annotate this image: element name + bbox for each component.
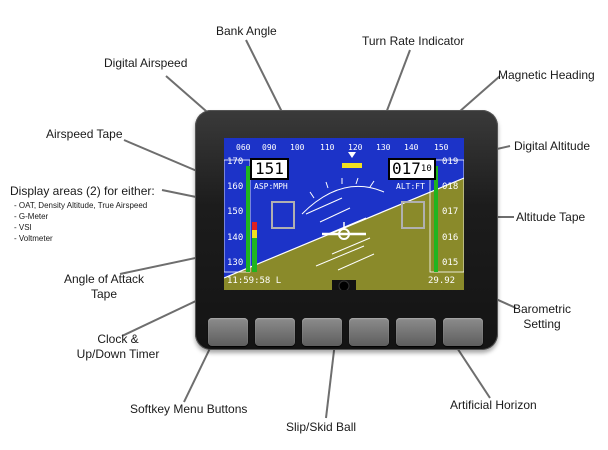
softkey-1[interactable] (208, 318, 248, 346)
aoa-green (252, 238, 257, 272)
airspeed-tick: 170 (227, 157, 244, 167)
altitude-tick: 015 (442, 258, 459, 268)
aircraft-symbol (322, 222, 366, 240)
label-display-areas-item: - VSI (14, 223, 32, 232)
label-magnetic-heading: Magnetic Heading (498, 68, 595, 82)
attitude-graphics (224, 138, 464, 290)
leader-softkey-buttons (183, 339, 215, 403)
label-bank-angle: Bank Angle (216, 24, 277, 38)
altitude-small-digits: 10 (420, 164, 432, 174)
label-angle-of-attack-line2: Tape (90, 287, 118, 301)
heading-tape-label: 090 (262, 143, 277, 152)
airspeed-tick: 140 (227, 233, 244, 243)
display-area-right (401, 201, 425, 229)
label-angle-of-attack: Angle of Attack Tape (58, 272, 150, 302)
heading-tape-label: 150 (434, 143, 449, 152)
altitude-green-bar (434, 166, 438, 272)
label-display-areas-item: - Voltmeter (14, 234, 53, 243)
label-digital-altitude: Digital Altitude (514, 139, 591, 153)
altitude-value: 017 (392, 159, 421, 178)
heading-pointer (348, 152, 356, 158)
softkey-3[interactable] (302, 318, 342, 346)
airspeed-green-arc (246, 166, 250, 272)
softkey-4[interactable] (349, 318, 389, 346)
efis-screen: 060 090 100 110 120 130 140 150 151 ASP:… (224, 138, 464, 290)
label-display-areas-item: - OAT, Density Altitude, True Airspeed (14, 201, 148, 210)
airspeed-unit: ASP:MPH (254, 182, 288, 191)
label-angle-of-attack-line1: Angle of Attack (63, 272, 145, 286)
label-display-areas-item: - G-Meter (14, 212, 49, 221)
label-slip-skid-ball: Slip/Skid Ball (286, 420, 357, 434)
slip-skid-ball (338, 280, 350, 290)
clock-readout: 11:59:58 L (227, 276, 282, 286)
heading-tape-label: 130 (376, 143, 391, 152)
label-barometric-setting: Barometric Setting (510, 302, 574, 332)
altitude-tick: 018 (442, 182, 459, 192)
aoa-yellow (252, 230, 257, 238)
bank-arc (301, 185, 385, 215)
altitude-tick: 016 (442, 233, 459, 243)
label-barometric-line2: Setting (523, 317, 561, 331)
heading-tape-label: 120 (348, 143, 363, 152)
softkey-6[interactable] (443, 318, 483, 346)
aoa-red (252, 222, 257, 230)
label-altitude-tape: Altitude Tape (516, 210, 586, 224)
digital-airspeed-readout: 151 (250, 158, 289, 180)
altitude-tick: 017 (442, 207, 459, 217)
digital-altitude-readout: 01710 (388, 158, 436, 180)
altitude-unit: ALT:FT (396, 182, 425, 191)
heading-tape-label: 100 (290, 143, 305, 152)
altitude-tape (429, 159, 464, 273)
airspeed-tick: 160 (227, 182, 244, 192)
baro-readout: 29.92 (428, 276, 456, 286)
airspeed-tick: 130 (227, 258, 244, 268)
pitch-ladder (305, 197, 375, 271)
label-clock-timer-line1: Clock & (97, 332, 139, 346)
softkey-2[interactable] (255, 318, 295, 346)
heading-tape-label: 140 (404, 143, 419, 152)
label-barometric-line1: Barometric (512, 302, 571, 316)
airspeed-tick: 150 (227, 207, 244, 217)
label-softkey-menu-buttons: Softkey Menu Buttons (130, 402, 248, 416)
label-clock-timer: Clock & Up/Down Timer (66, 332, 170, 362)
label-clock-timer-line2: Up/Down Timer (76, 347, 160, 361)
turn-rate-marker (342, 163, 362, 168)
label-display-areas-title: Display areas (2) for either: (10, 184, 155, 198)
label-turn-rate-indicator: Turn Rate Indicator (362, 34, 465, 48)
heading-tape-label: 060 (236, 143, 251, 152)
softkey-5[interactable] (396, 318, 436, 346)
label-digital-airspeed: Digital Airspeed (104, 56, 188, 70)
heading-tape-label: 110 (320, 143, 335, 152)
label-airspeed-tape: Airspeed Tape (46, 127, 123, 141)
altitude-tick: 019 (442, 157, 459, 167)
display-area-left (271, 201, 295, 229)
label-artificial-horizon: Artificial Horizon (450, 398, 537, 412)
